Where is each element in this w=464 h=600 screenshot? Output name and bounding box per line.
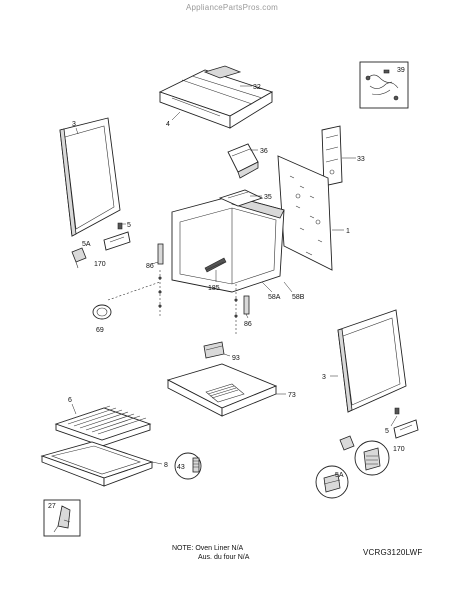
part-vent-duct	[227, 143, 259, 179]
callout-170-right: 170	[393, 446, 405, 453]
callout-5-right: 5	[385, 428, 389, 435]
callout-43: 43	[177, 464, 185, 471]
part-screw-left	[117, 222, 123, 230]
callout-6: 6	[68, 397, 72, 404]
part-leveler-right	[315, 435, 355, 499]
part-leveling-leg-right	[354, 440, 390, 476]
callout-170-left: 170	[94, 261, 106, 268]
part-bracket-170-left	[103, 231, 131, 251]
callout-5a-right: 5A	[335, 472, 344, 479]
part-hinge-receptacle-upper	[157, 243, 164, 265]
callout-58a: 58A	[268, 294, 281, 301]
part-69	[92, 304, 112, 320]
callout-3-left: 3	[72, 121, 76, 128]
callout-27: 27	[48, 503, 56, 510]
part-oven-body	[171, 155, 333, 293]
callout-58b: 58B	[292, 294, 305, 301]
oven-liner-note: NOTE: Oven Liner N/A Aus. du four N/A	[172, 544, 249, 562]
callout-86-upper: 86	[146, 263, 154, 270]
part-leveler-left	[71, 247, 87, 269]
callout-33: 33	[357, 156, 365, 163]
part-hinge-receptacle-lower	[243, 295, 250, 315]
callout-36: 36	[260, 148, 268, 155]
part-bottom-burner	[203, 341, 225, 359]
part-burner-assembly	[218, 189, 264, 207]
part-frame-dots	[158, 276, 238, 318]
part-top-support	[158, 65, 274, 129]
watermark: AppliancePartsPros.com	[186, 3, 278, 12]
callout-3-right: 3	[322, 374, 326, 381]
inset-part-27	[43, 499, 81, 537]
callout-69: 69	[96, 327, 104, 334]
part-185	[205, 261, 225, 271]
callout-1: 1	[346, 228, 350, 235]
part-leg-43	[174, 452, 202, 480]
model-number: VCRG3120LWF	[363, 548, 423, 557]
part-oven-rack	[54, 405, 152, 447]
inset-wire-harness	[359, 61, 409, 109]
note-line-english: NOTE: Oven Liner N/A	[172, 545, 244, 552]
callout-185: 185	[208, 285, 220, 292]
part-side-panel-right	[337, 309, 407, 413]
callout-73: 73	[288, 392, 296, 399]
callout-8: 8	[164, 462, 168, 469]
part-broiler-pan	[40, 441, 154, 487]
note-line-french: Aus. du four N/A	[198, 554, 250, 561]
callout-5a-left: 5A	[82, 241, 91, 248]
callout-39: 39	[397, 67, 405, 74]
callout-35: 35	[264, 194, 272, 201]
part-oven-bottom	[166, 363, 278, 417]
callout-4: 4	[166, 121, 170, 128]
callout-5-left: 5	[127, 222, 131, 229]
callout-32: 32	[253, 84, 261, 91]
part-bracket-170-right	[393, 419, 419, 439]
part-side-panel-left	[59, 117, 121, 237]
callout-86-lower: 86	[244, 321, 252, 328]
callout-93: 93	[232, 355, 240, 362]
part-rear-bracket	[321, 125, 343, 187]
part-screw-right	[394, 407, 400, 415]
